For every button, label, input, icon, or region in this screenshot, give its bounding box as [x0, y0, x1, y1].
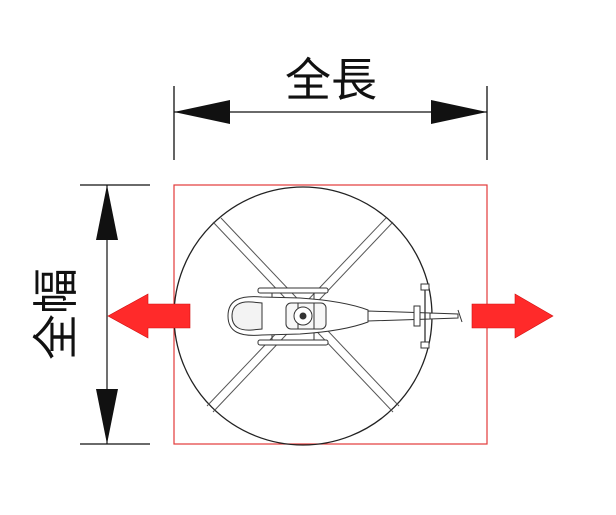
width-arrowhead-bottom — [96, 389, 118, 444]
arrow-right-icon — [471, 293, 554, 339]
length-arrowhead-left — [174, 100, 230, 124]
width-dimension: 全幅 — [29, 184, 150, 445]
width-arrowhead-top — [96, 185, 118, 240]
helicopter-top-view-icon — [227, 283, 463, 349]
length-label: 全長 — [285, 53, 377, 107]
length-dimension: 全長 — [173, 53, 488, 160]
width-label: 全幅 — [29, 268, 83, 360]
arrow-left-icon — [107, 293, 191, 339]
length-arrowhead-right — [431, 100, 487, 124]
